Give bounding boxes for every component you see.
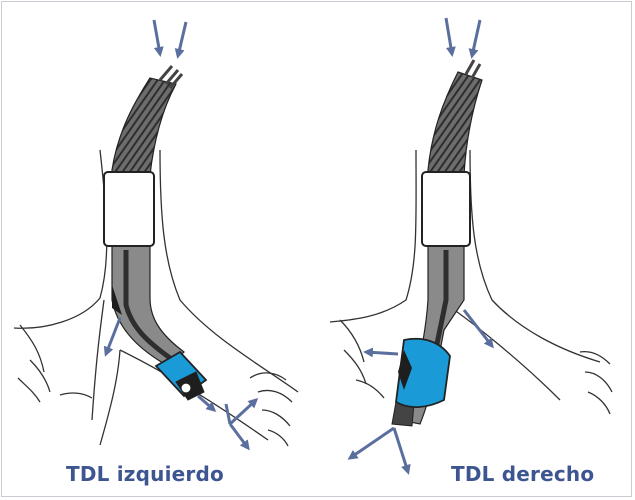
right-left-lung-arrow [462, 309, 494, 349]
left-right-lung-arrow [103, 317, 122, 357]
left-inflow-arrow-1 [152, 19, 164, 57]
left-branch-arrow-down [228, 423, 250, 451]
right-lower-arrow-2 [392, 427, 411, 475]
left-branch-stem [224, 403, 232, 425]
left-cuff-arrow [197, 394, 217, 412]
right-tube-diagram [329, 17, 613, 475]
right-inflow-arrow-1 [444, 17, 456, 57]
left-bronchial-cuff [154, 350, 208, 401]
left-branch-arrow-up [228, 397, 259, 426]
left-flow-arrows [103, 19, 259, 451]
right-lower-arrow-1 [347, 426, 395, 460]
left-tube-label: TDL izquierdo [66, 462, 224, 486]
left-inflow-arrow-2 [174, 21, 188, 59]
right-tube-body [391, 59, 483, 427]
left-tube-body [103, 65, 185, 367]
right-bronchial-cuff [395, 337, 451, 408]
right-inflow-arrow-2 [468, 19, 482, 59]
right-tube-label: TDL derecho [451, 462, 595, 486]
right-upper-lobe-arrow [363, 347, 399, 358]
left-airway-outline [13, 149, 299, 447]
right-flow-arrows [347, 17, 494, 475]
left-tube-diagram [13, 19, 299, 451]
